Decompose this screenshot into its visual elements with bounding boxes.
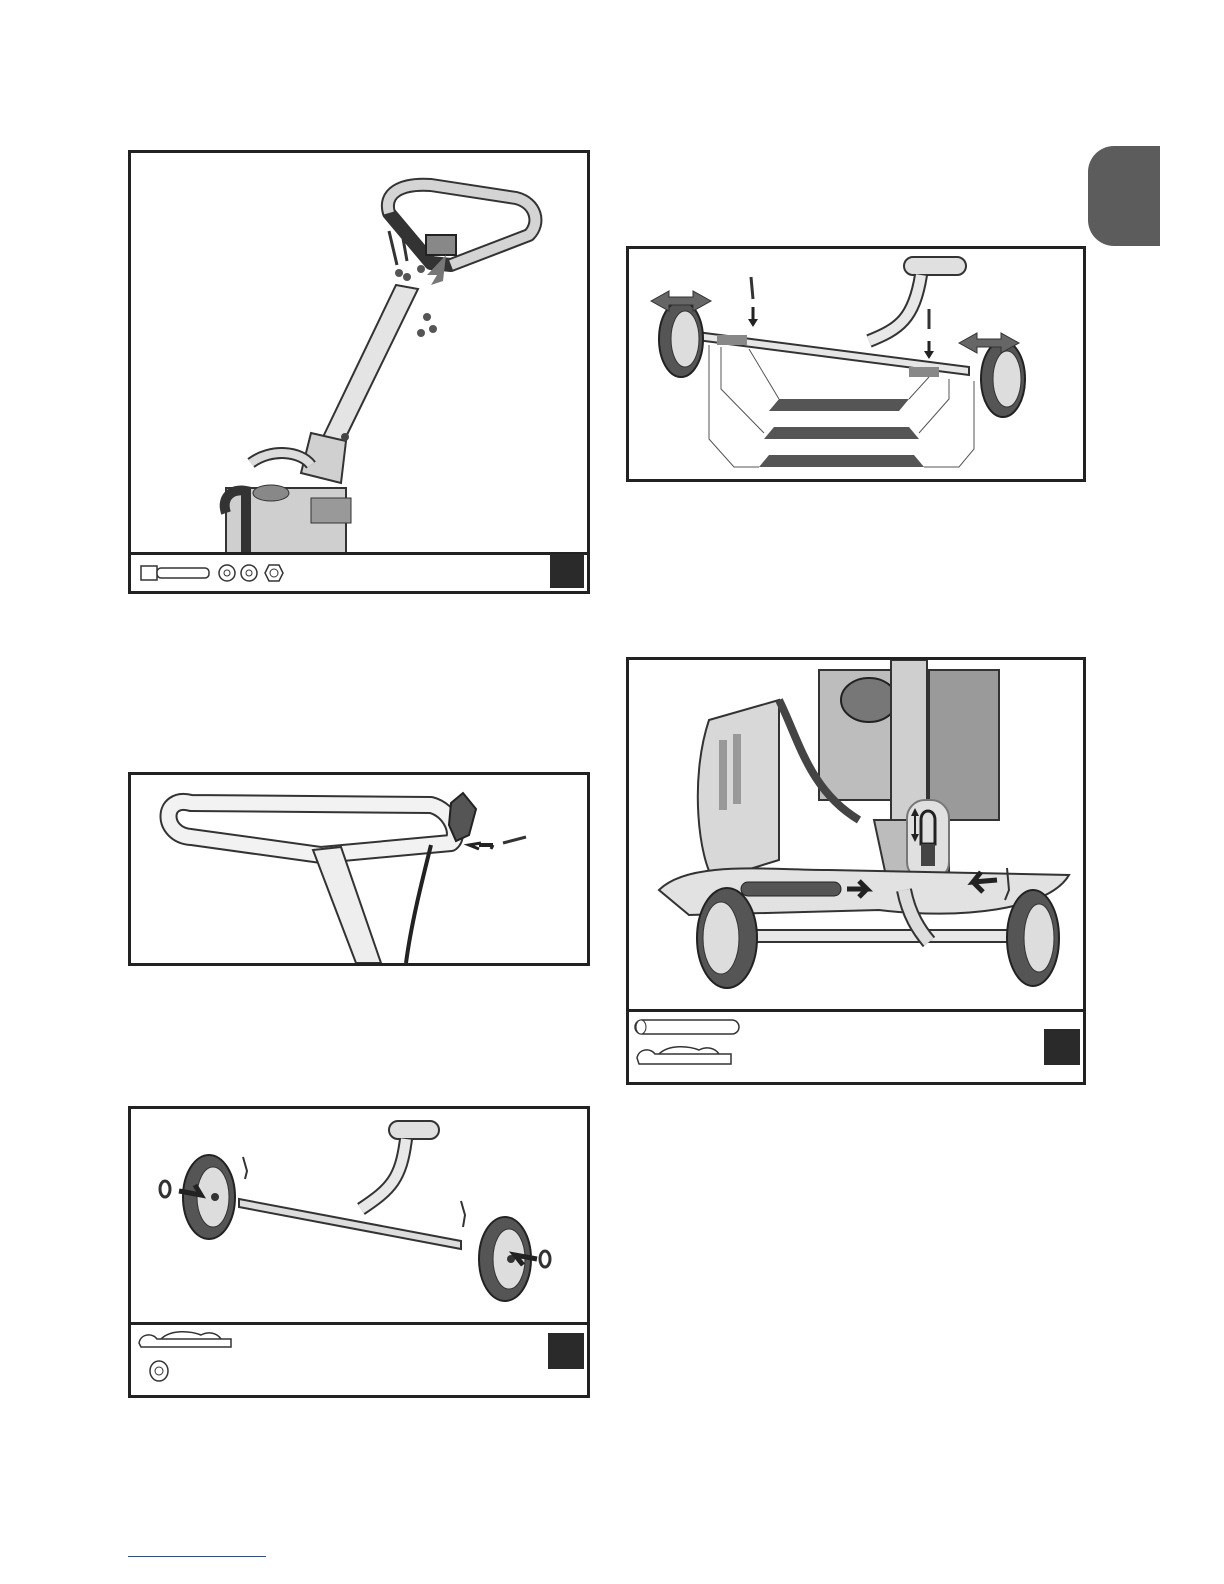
parts-list bbox=[131, 555, 431, 591]
parts-strip bbox=[131, 1322, 587, 1395]
hairpin-clip-icon bbox=[751, 277, 753, 299]
handle-bracket bbox=[426, 235, 456, 255]
bolt-icon bbox=[157, 568, 209, 578]
language-tab bbox=[1088, 146, 1160, 246]
axle bbox=[239, 1199, 461, 1249]
clip-icon bbox=[449, 793, 476, 841]
handle-assembly-illustration bbox=[131, 153, 587, 553]
washer-icon bbox=[540, 1251, 550, 1267]
hairpin-clip-icon bbox=[139, 1335, 231, 1347]
parts-strip bbox=[629, 1009, 1083, 1082]
bolt-head-icon bbox=[141, 566, 157, 580]
parts-list bbox=[629, 1012, 829, 1082]
bolt-icon bbox=[389, 231, 397, 265]
figure-handle-clip bbox=[128, 772, 590, 966]
footer-link-underline[interactable] bbox=[128, 1556, 266, 1557]
figure-handle-assembly bbox=[128, 150, 590, 594]
parts-strip bbox=[131, 552, 587, 591]
handle-tube bbox=[313, 847, 381, 963]
washer-icon bbox=[160, 1181, 170, 1197]
figure-number-box bbox=[550, 554, 584, 588]
parts-list bbox=[131, 1325, 331, 1395]
axle-pin-icon bbox=[741, 882, 841, 896]
cable bbox=[406, 845, 431, 963]
position-bar-low bbox=[759, 455, 924, 467]
figure-number-box bbox=[548, 1333, 584, 1369]
position-bar-high bbox=[769, 399, 909, 411]
pin-icon bbox=[635, 1020, 739, 1034]
figure-wheel-axle-assembly bbox=[128, 1106, 590, 1398]
axle-height-illustration bbox=[629, 249, 1083, 479]
figure-axle-height-positions bbox=[626, 246, 1086, 482]
figure-number-box bbox=[1044, 1029, 1080, 1065]
handle-clip-illustration bbox=[131, 775, 587, 963]
wheel-axle-illustration bbox=[131, 1109, 587, 1329]
wheel-kit-mounting-illustration bbox=[629, 660, 1083, 1012]
position-bar-mid bbox=[764, 427, 919, 439]
axle bbox=[729, 930, 1029, 942]
screw-icon bbox=[503, 837, 526, 843]
figure-wheel-kit-mounting bbox=[626, 657, 1086, 1085]
hairpin-clip-icon bbox=[461, 1201, 465, 1227]
hairpin-clip-icon bbox=[243, 1157, 247, 1179]
handle-tube bbox=[323, 285, 418, 443]
